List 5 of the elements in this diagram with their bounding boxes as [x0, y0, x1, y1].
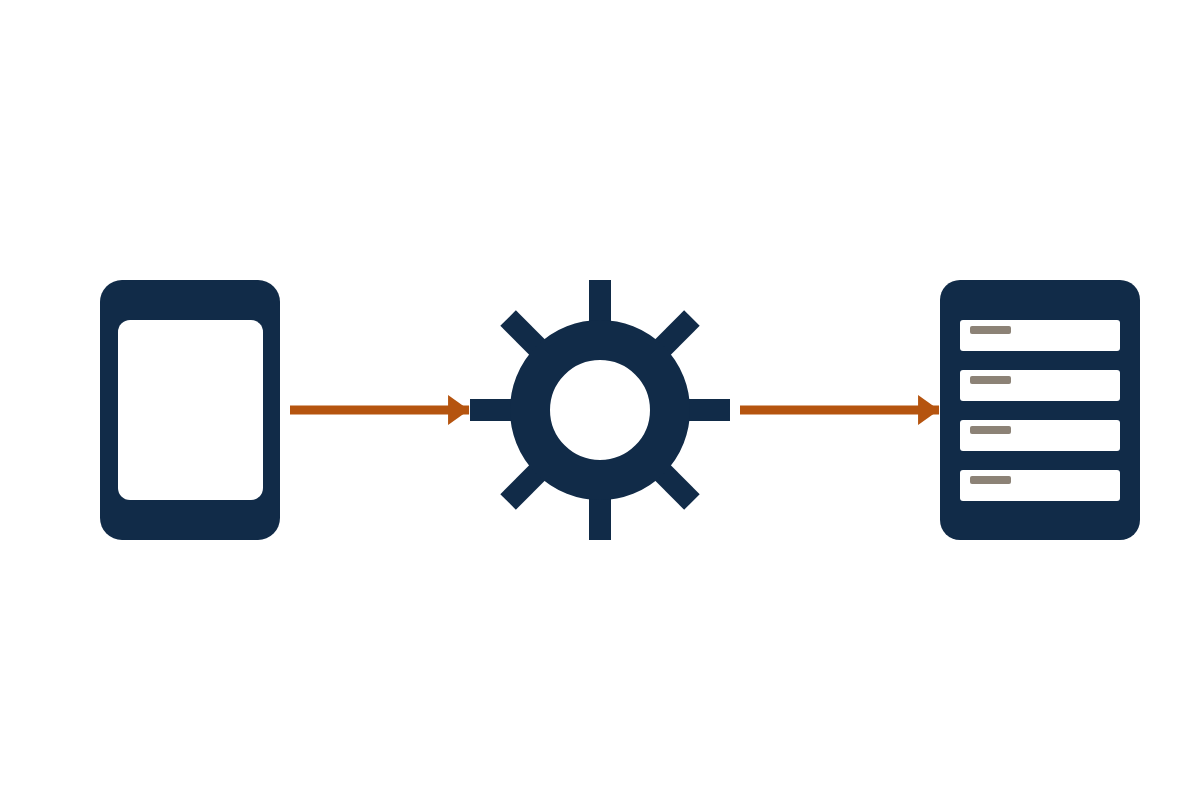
server-icon: [940, 280, 1140, 540]
arrow: [740, 395, 940, 425]
tablet-icon: [100, 280, 280, 540]
arrow: [290, 395, 470, 425]
gear-icon: [470, 280, 730, 540]
